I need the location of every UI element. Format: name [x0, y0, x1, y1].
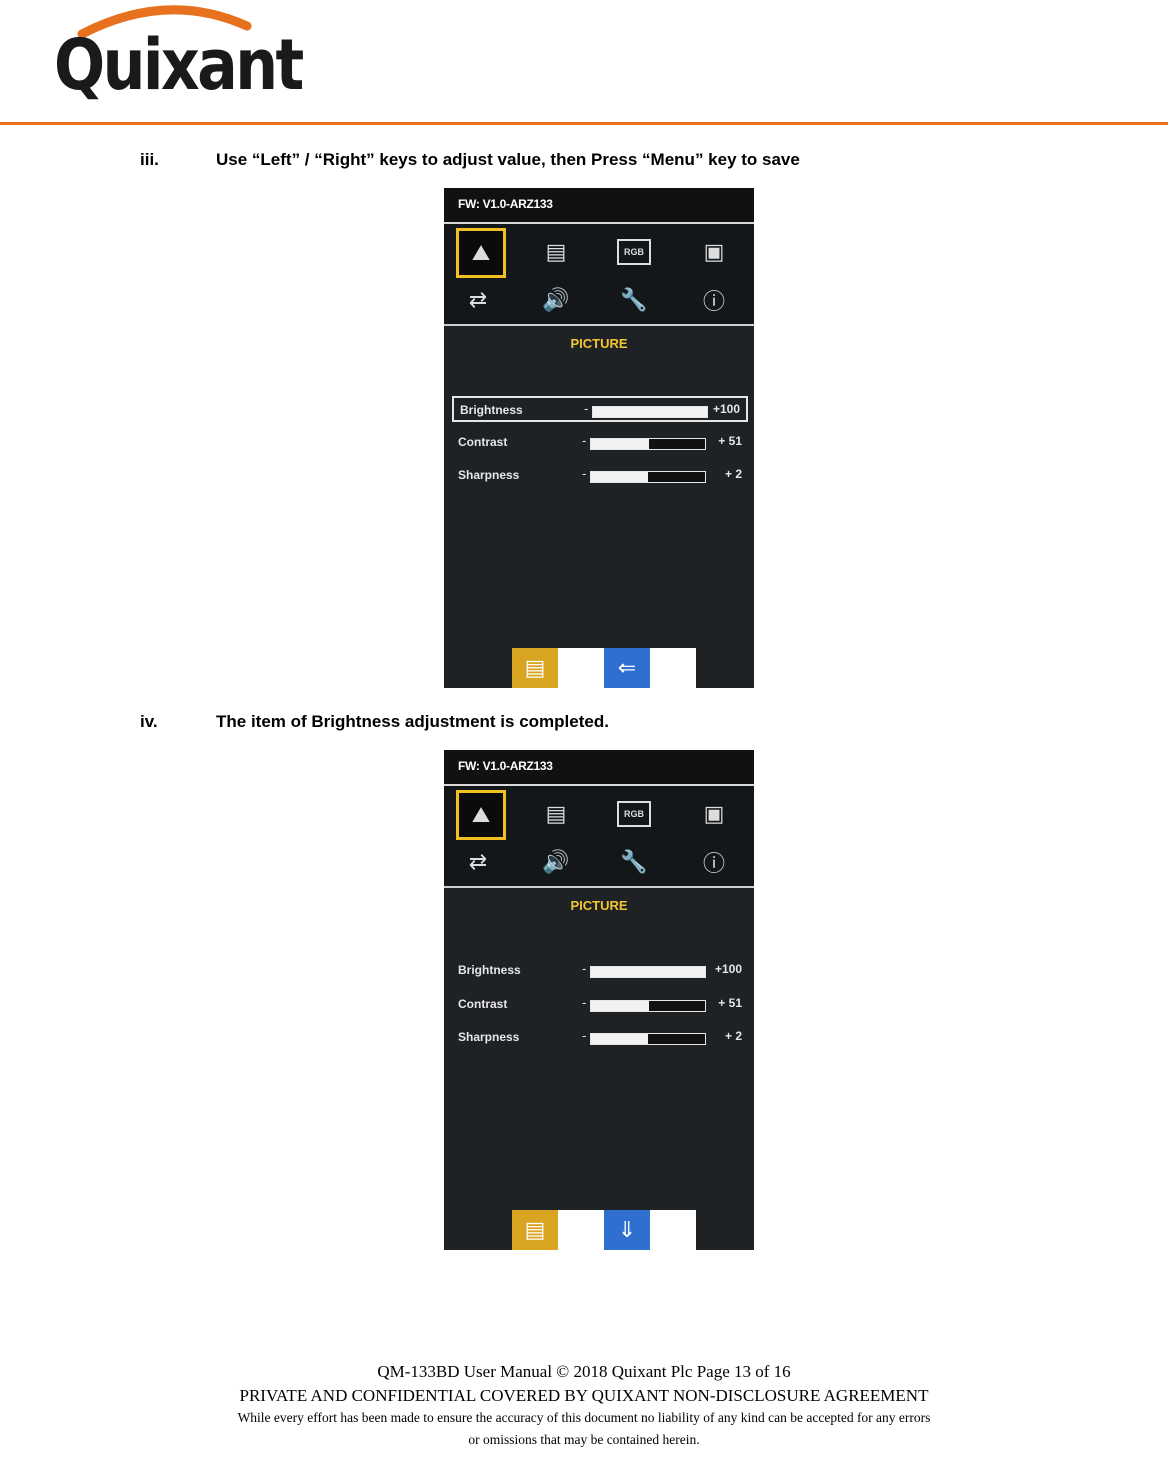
step-number: iii.: [140, 150, 159, 169]
audio-icon: 🔊: [542, 849, 570, 874]
step-iii: iii. Use “Left” / “Right” keys to adjust…: [140, 150, 800, 170]
step-number: iv.: [140, 712, 158, 731]
row-value: +100: [712, 402, 740, 416]
row-label: Brightness: [458, 963, 521, 977]
audio-icon: 🔊: [542, 287, 570, 312]
footer-title: QM-133BD User Manual © 2018 Quixant Plc …: [377, 1362, 791, 1381]
blank-key: [650, 648, 696, 688]
sharpness-row: Sharpness - + 2: [452, 463, 748, 489]
info-icon: ⓘ: [702, 289, 725, 314]
input-switch-icon: ⇄: [468, 849, 488, 874]
step-iv: iv. The item of Brightness adjustment is…: [140, 712, 609, 732]
blank-key: [558, 1210, 604, 1250]
row-value: + 51: [718, 434, 742, 448]
row-value: + 2: [724, 1029, 742, 1043]
blank-key: [650, 1210, 696, 1250]
row-label: Contrast: [458, 997, 508, 1011]
row-minus: -: [582, 961, 587, 976]
contrast-bar: [590, 438, 706, 450]
logo-arc: [77, 5, 252, 39]
osd-icon-grid: ⛰ ▤ RGB ▣ ⇄ 🔊 🔧 ⓘ: [444, 224, 754, 326]
sharpness-bar: [590, 471, 706, 483]
blank-key: [558, 648, 604, 688]
row-minus: -: [582, 995, 587, 1010]
contrast-row: Contrast - + 51: [452, 430, 748, 456]
osd-icon-grid: ⛰ ▤ RGB ▣ ⇄ 🔊 🔧 ⓘ: [444, 786, 754, 888]
image-settings-icon: ▣: [703, 239, 725, 264]
footer-disclaimer: While every effort has been made to ensu…: [237, 1410, 931, 1425]
logo-text: Quixant: [54, 24, 304, 106]
info-icon: ⓘ: [702, 851, 725, 876]
step-text: Use “Left” / “Right” keys to adjust valu…: [216, 150, 800, 169]
sharpness-bar: [590, 1033, 706, 1045]
step-text: The item of Brightness adjustment is com…: [216, 712, 609, 731]
section-title: PICTURE: [570, 898, 628, 913]
brightness-row: Brightness - +100: [452, 396, 748, 422]
header-rule: [0, 122, 1168, 125]
osd-button-bar: ▤ ⇐: [512, 648, 696, 688]
row-minus: -: [582, 1028, 587, 1043]
input-switch-icon: ⇄: [468, 287, 488, 312]
row-value: + 2: [724, 467, 742, 481]
picture-icon: ⛰: [456, 228, 506, 278]
osd-header: FW: V1.0-ARZ133: [444, 750, 754, 786]
rgb-icon: RGB: [614, 234, 654, 270]
brightness-bar: [592, 406, 708, 418]
brightness-bar: [590, 966, 706, 978]
row-label: Brightness: [460, 403, 523, 417]
firmware-label: FW: V1.0-ARZ133: [458, 197, 553, 211]
row-label: Contrast: [458, 435, 508, 449]
contrast-bar: [590, 1000, 706, 1012]
display-icon: ▤: [545, 801, 567, 826]
footer-disclaimer-cont: or omissions that may be contained herei…: [468, 1432, 700, 1447]
row-value: +100: [714, 962, 742, 976]
row-minus: -: [584, 401, 589, 416]
contrast-row: Contrast - + 51: [452, 992, 748, 1018]
sharpness-row: Sharpness - + 2: [452, 1025, 748, 1051]
row-minus: -: [582, 433, 587, 448]
image-settings-icon: ▣: [703, 801, 725, 826]
menu-key-icon: ▤: [512, 648, 558, 688]
osd-screenshot-adjusting: FW: V1.0-ARZ133 ⛰ ▤ RGB ▣ ⇄ 🔊 🔧 ⓘ PICTUR…: [444, 188, 754, 688]
quixant-logo: Quixant: [52, 0, 304, 116]
wrench-icon: 🔧: [620, 849, 648, 874]
wrench-icon: 🔧: [620, 287, 648, 312]
menu-key-icon: ▤: [512, 1210, 558, 1250]
osd-button-bar: ▤ ⇓: [512, 1210, 696, 1250]
back-arrow-icon: ⇐: [604, 648, 650, 688]
down-arrow-icon: ⇓: [604, 1210, 650, 1250]
osd-screenshot-completed: FW: V1.0-ARZ133 ⛰ ▤ RGB ▣ ⇄ 🔊 🔧 ⓘ PICTUR…: [444, 750, 754, 1250]
osd-header: FW: V1.0-ARZ133: [444, 188, 754, 224]
brightness-row: Brightness - +100: [452, 958, 748, 984]
footer-confidential: PRIVATE AND CONFIDENTIAL COVERED BY QUIX…: [239, 1386, 929, 1405]
row-value: + 51: [718, 996, 742, 1010]
display-icon: ▤: [545, 239, 567, 264]
firmware-label: FW: V1.0-ARZ133: [458, 759, 553, 773]
row-minus: -: [582, 466, 587, 481]
row-label: Sharpness: [458, 1030, 520, 1044]
row-label: Sharpness: [458, 468, 520, 482]
picture-icon: ⛰: [456, 790, 506, 840]
section-title: PICTURE: [570, 336, 628, 351]
rgb-icon: RGB: [614, 796, 654, 832]
